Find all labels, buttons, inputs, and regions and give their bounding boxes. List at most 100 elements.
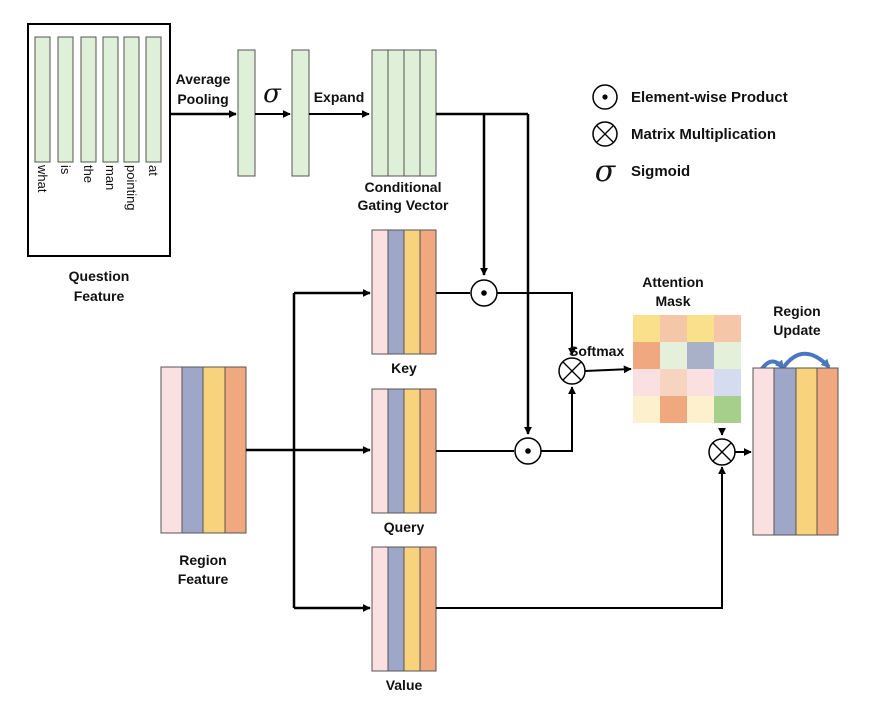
value-column (387, 546, 405, 672)
word-bar (57, 36, 74, 163)
attention-cell (687, 315, 714, 342)
query-elementwise-product (514, 437, 542, 465)
gating-vector-label: Conditional (365, 179, 442, 195)
value-column (419, 546, 437, 672)
word-bar (145, 36, 162, 163)
update-column (773, 367, 797, 536)
value-to-matmul-arrow (436, 466, 726, 609)
gating-vector-block (371, 49, 437, 177)
region-update-label: Update (773, 322, 821, 338)
pooled-vector (237, 49, 256, 177)
matrix-multiplication-cross (562, 361, 582, 381)
attention-cell (714, 342, 741, 369)
attention-cell (633, 342, 660, 369)
sigmoid-vector (291, 49, 310, 177)
attention-mask-grid (633, 315, 741, 423)
question-feature-label: Question (69, 268, 130, 284)
key-column (371, 229, 389, 355)
attention-mask-label: Attention (642, 274, 703, 290)
key-query-matmul (558, 357, 586, 385)
word-bar (34, 36, 51, 163)
key-column (387, 229, 405, 355)
attention-cell (633, 369, 660, 396)
value-block (371, 546, 437, 672)
attention-cell (714, 396, 741, 423)
attention-cell (660, 342, 687, 369)
average-pooling-label: Average (176, 71, 231, 87)
softmax-arrow (584, 365, 632, 374)
gating-column (419, 49, 437, 177)
gating-column (387, 49, 405, 177)
key-label: Key (391, 360, 417, 376)
update-column (752, 367, 775, 536)
gating-column (371, 49, 389, 177)
query-column (387, 388, 405, 514)
mask-value-matmul (708, 438, 736, 466)
average-pooling-label: Pooling (177, 91, 228, 107)
word-bar (102, 36, 119, 163)
sigmoid-icon: σ (595, 154, 617, 189)
gating-column (403, 49, 421, 177)
region-column (224, 366, 247, 534)
question-word: pointing (124, 165, 139, 211)
softmax-label: Softmax (569, 343, 624, 359)
region-update-block (752, 367, 839, 536)
question-word: man (103, 165, 118, 190)
question-word: is (58, 165, 73, 175)
question-feature-block: what is the man pointing at Question Fea… (27, 23, 171, 304)
expand-label: Expand (314, 89, 365, 105)
word-bar (123, 36, 140, 163)
attention-cell (687, 369, 714, 396)
attention-cell (714, 369, 741, 396)
legend-matmul-label: Matrix Multiplication (631, 126, 776, 143)
region-feature-label: Feature (178, 571, 229, 587)
region-column (181, 366, 204, 534)
elementwise-product-dot (525, 448, 531, 454)
update-curve-arrow (781, 351, 831, 370)
key-product-to-matmul-arrow (497, 292, 576, 356)
attention-cell (714, 315, 741, 342)
query-column (419, 388, 437, 514)
key-elementwise-product (470, 279, 498, 307)
attention-cell (633, 315, 660, 342)
value-column (403, 546, 421, 672)
query-block (371, 388, 437, 514)
region-update-label: Region (773, 303, 820, 319)
query-product-to-matmul-arrow (541, 386, 576, 452)
attention-cell (633, 396, 660, 423)
attention-cell (660, 396, 687, 423)
region-column (202, 366, 226, 534)
matrix-multiplication-cross (712, 442, 732, 462)
elementwise-product-dot (481, 290, 487, 296)
query-label: Query (384, 519, 425, 535)
attention-cell (687, 396, 714, 423)
key-block (371, 229, 437, 355)
legend: Element-wise Product Matrix Multiplicati… (592, 84, 788, 189)
gating-vector-label: Gating Vector (357, 197, 449, 213)
question-word: what (35, 164, 50, 193)
elementwise-product-dot (602, 94, 608, 100)
question-word: the (81, 165, 96, 183)
legend-sigmoid-label: Sigmoid (631, 163, 690, 180)
query-column (371, 388, 389, 514)
attention-cell (687, 342, 714, 369)
legend-elementwise-label: Element-wise Product (631, 89, 788, 106)
value-column (371, 546, 389, 672)
region-column (160, 366, 183, 534)
matrix-multiplication-cross (596, 125, 614, 143)
value-label: Value (386, 677, 423, 693)
region-feature-label: Region (179, 552, 226, 568)
key-column (419, 229, 437, 355)
update-column (816, 367, 839, 536)
attention-mask-label: Mask (655, 293, 690, 309)
query-column (403, 388, 421, 514)
key-column (403, 229, 421, 355)
question-feature-label: Feature (74, 288, 125, 304)
region-feature-block (160, 366, 247, 534)
question-word: at (146, 165, 161, 176)
update-column (795, 367, 818, 536)
attention-cell (660, 315, 687, 342)
attention-cell (660, 369, 687, 396)
sigma-symbol: σ (263, 79, 282, 109)
